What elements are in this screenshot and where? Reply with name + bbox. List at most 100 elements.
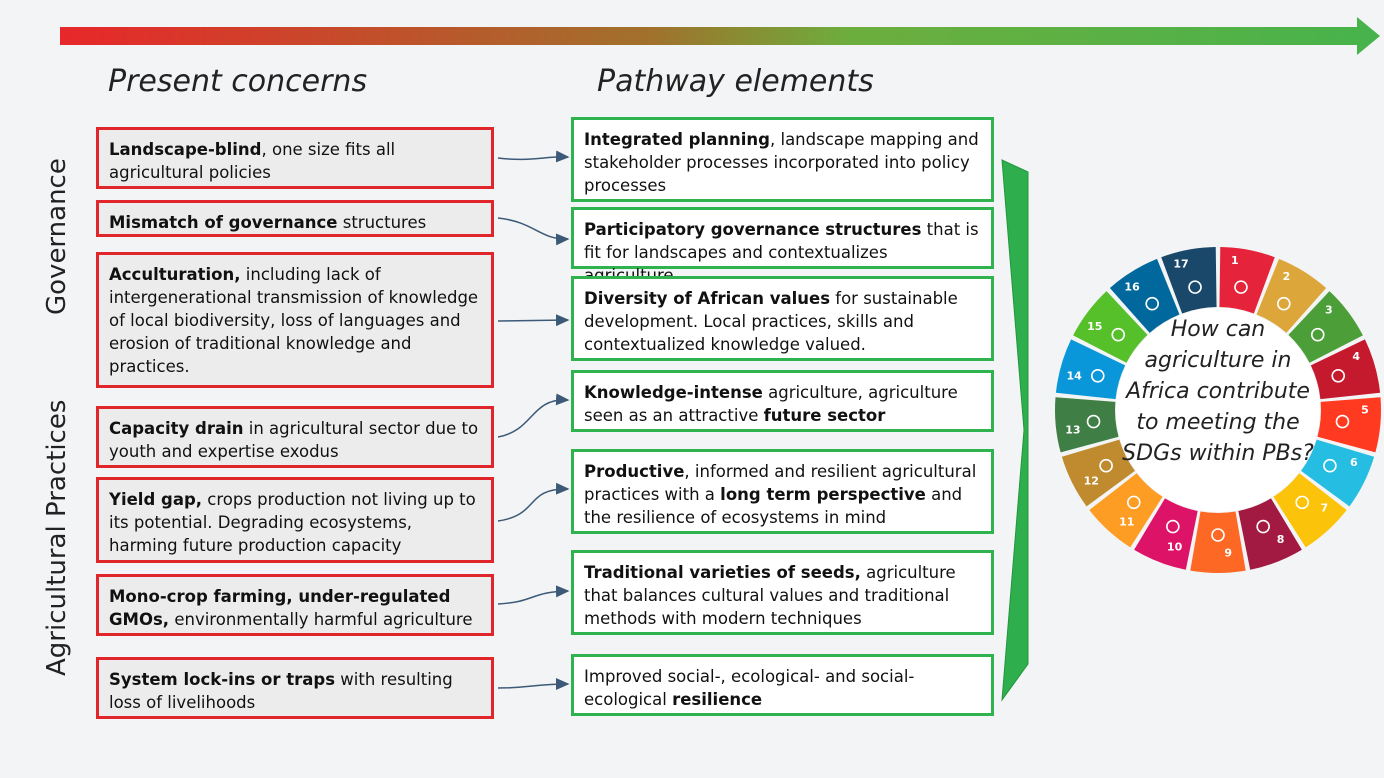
sdg-segment-10: [1134, 498, 1198, 570]
progress-arrow: [60, 17, 1380, 55]
sdg-goal-icon: [1090, 368, 1105, 383]
sdg-number-15: 15: [1087, 320, 1102, 333]
sdg-segment-15: [1073, 291, 1148, 363]
concern-text: , one size fits all agricultural policie…: [109, 140, 396, 182]
sdg-wheel-center: [1116, 308, 1320, 512]
sdg-number-6: 6: [1350, 456, 1358, 469]
sdg-goal-icon: [1086, 414, 1101, 429]
pathway-text: Improved social-, ecological- and social…: [584, 667, 915, 709]
sdg-number-7: 7: [1321, 501, 1329, 514]
pathway-text: agriculture that balances cultural value…: [584, 563, 956, 628]
pathway-bold: Knowledge-intense: [584, 383, 763, 402]
concern-bold: Yield gap,: [109, 490, 203, 509]
pathway-bold: Diversity of African values: [584, 289, 831, 308]
pathway-text: , informed and resilient agricultural pr…: [584, 462, 977, 504]
sdg-segment-2: [1256, 258, 1327, 333]
sdg-number-16: 16: [1124, 281, 1140, 294]
pathway-bold: Integrated planning: [584, 130, 770, 149]
sdg-number-5: 5: [1361, 403, 1369, 416]
sdg-goal-icon: [1256, 519, 1270, 534]
sdg-goal-icon: [1295, 495, 1310, 510]
present-concerns-heading: Present concerns: [108, 64, 368, 99]
concern-bold: System lock-ins or traps: [109, 670, 336, 689]
sdg-goal-icon: [1310, 327, 1325, 342]
pathway-bold-2: future sector: [763, 406, 886, 425]
pathway-text: for sustainable development. Local pract…: [584, 289, 958, 354]
pathway-text: agriculture, agriculture seen as an attr…: [584, 383, 958, 425]
sdg-goal-icon: [1166, 519, 1180, 534]
sdg-number-9: 9: [1224, 547, 1232, 560]
concern-bold: Capacity drain: [109, 419, 244, 438]
concern-box: Capacity drain in agricultural sector du…: [96, 406, 494, 468]
concern-box: System lock-ins or traps with resulting …: [96, 657, 494, 719]
sdg-number-10: 10: [1167, 540, 1183, 553]
sdg-goal-icon: [1126, 495, 1141, 510]
sdg-goal-icon: [1234, 280, 1248, 294]
concern-box: Mono-crop farming, under-regulated GMOs,…: [96, 574, 494, 636]
sdg-goal-icon: [1211, 528, 1225, 542]
sdg-goal-icon: [1323, 458, 1337, 473]
concern-box: Landscape-blind, one size fits all agric…: [96, 127, 494, 189]
sdg-number-4: 4: [1352, 350, 1360, 363]
sdg-number-1: 1: [1231, 254, 1239, 267]
sdg-segment-9: [1190, 511, 1246, 573]
sdg-goal-icon: [1188, 280, 1202, 294]
sdg-segment-3: [1288, 291, 1363, 363]
sdg-goal-icon: [1099, 458, 1113, 473]
sdg-segment-4: [1310, 339, 1381, 400]
sdg-number-17: 17: [1173, 258, 1188, 271]
sdg-number-2: 2: [1283, 270, 1291, 283]
pathway-bold: Productive: [584, 462, 685, 481]
sdg-segment-16: [1109, 258, 1180, 333]
sdg-segment-6: [1301, 439, 1375, 507]
sdg-segment-14: [1055, 339, 1126, 400]
sdg-goal-icon: [1145, 296, 1159, 311]
sdg-segment-8: [1238, 498, 1302, 570]
sdg-goal-icon: [1277, 296, 1291, 311]
concern-box: Yield gap, crops production not living u…: [96, 477, 494, 563]
concern-box: Acculturation, including lack of interge…: [96, 252, 494, 388]
sdg-question: How can agriculture in Africa contribute…: [1122, 317, 1314, 466]
pathway-bold: resilience: [672, 690, 763, 709]
arrow-shape: [60, 17, 1380, 55]
sdg-segment-12: [1061, 439, 1135, 507]
sdg-number-3: 3: [1325, 303, 1333, 316]
pathway-box: Knowledge-intense agriculture, agricultu…: [571, 370, 994, 432]
sdg-goal-icon: [1111, 327, 1126, 342]
pathway-bold-2: long term perspective: [720, 485, 926, 504]
pathway-bold: Traditional varieties of seeds,: [584, 563, 861, 582]
concern-bold: Mismatch of governance: [109, 213, 338, 232]
sdg-segment-7: [1273, 473, 1347, 548]
concern-text: with resulting loss of livelihoods: [109, 670, 453, 712]
sdg-number-11: 11: [1119, 515, 1134, 528]
pathway-elements-heading: Pathway elements: [597, 64, 874, 99]
concern-text: including lack of intergenerational tran…: [109, 265, 479, 376]
concern-text: structures: [337, 213, 427, 232]
sdg-number-14: 14: [1066, 370, 1082, 383]
pathway-text: , landscape mapping and stakeholder proc…: [584, 130, 979, 195]
pathway-box: Productive, informed and resilient agric…: [571, 449, 994, 534]
sdg-number-8: 8: [1277, 533, 1285, 546]
concern-bold: Acculturation,: [109, 265, 241, 284]
pathway-box: Improved social-, ecological- and social…: [571, 654, 994, 716]
concern-text: in agricultural sector due to youth and …: [109, 419, 479, 461]
pathway-box: Integrated planning, landscape mapping a…: [571, 117, 994, 202]
pathway-bold: Participatory governance structures: [584, 220, 922, 239]
sdg-segment-5: [1317, 397, 1381, 453]
concern-bold: Landscape-blind: [109, 140, 262, 159]
concern-text: crops production not living up to its po…: [109, 490, 476, 555]
sdg-segment-1: [1219, 247, 1275, 314]
sdg-segment-11: [1089, 473, 1163, 548]
sdg-goal-icon: [1331, 368, 1346, 383]
pathway-box: Participatory governance structures that…: [571, 207, 994, 285]
concern-box: Mismatch of governance structures: [96, 200, 494, 237]
pathway-box: Diversity of African values for sustaina…: [571, 276, 994, 361]
sdg-goal-icon: [1335, 414, 1350, 429]
pathway-box: Traditional varieties of seeds, agricult…: [571, 550, 994, 635]
sdg-number-13: 13: [1065, 424, 1080, 437]
concern-bold: Mono-crop farming, under-regulated GMOs,: [109, 587, 451, 629]
pathway-text-2: and the resilience of ecosystems in mind: [584, 485, 963, 527]
sdg-segment-17: [1161, 247, 1217, 314]
